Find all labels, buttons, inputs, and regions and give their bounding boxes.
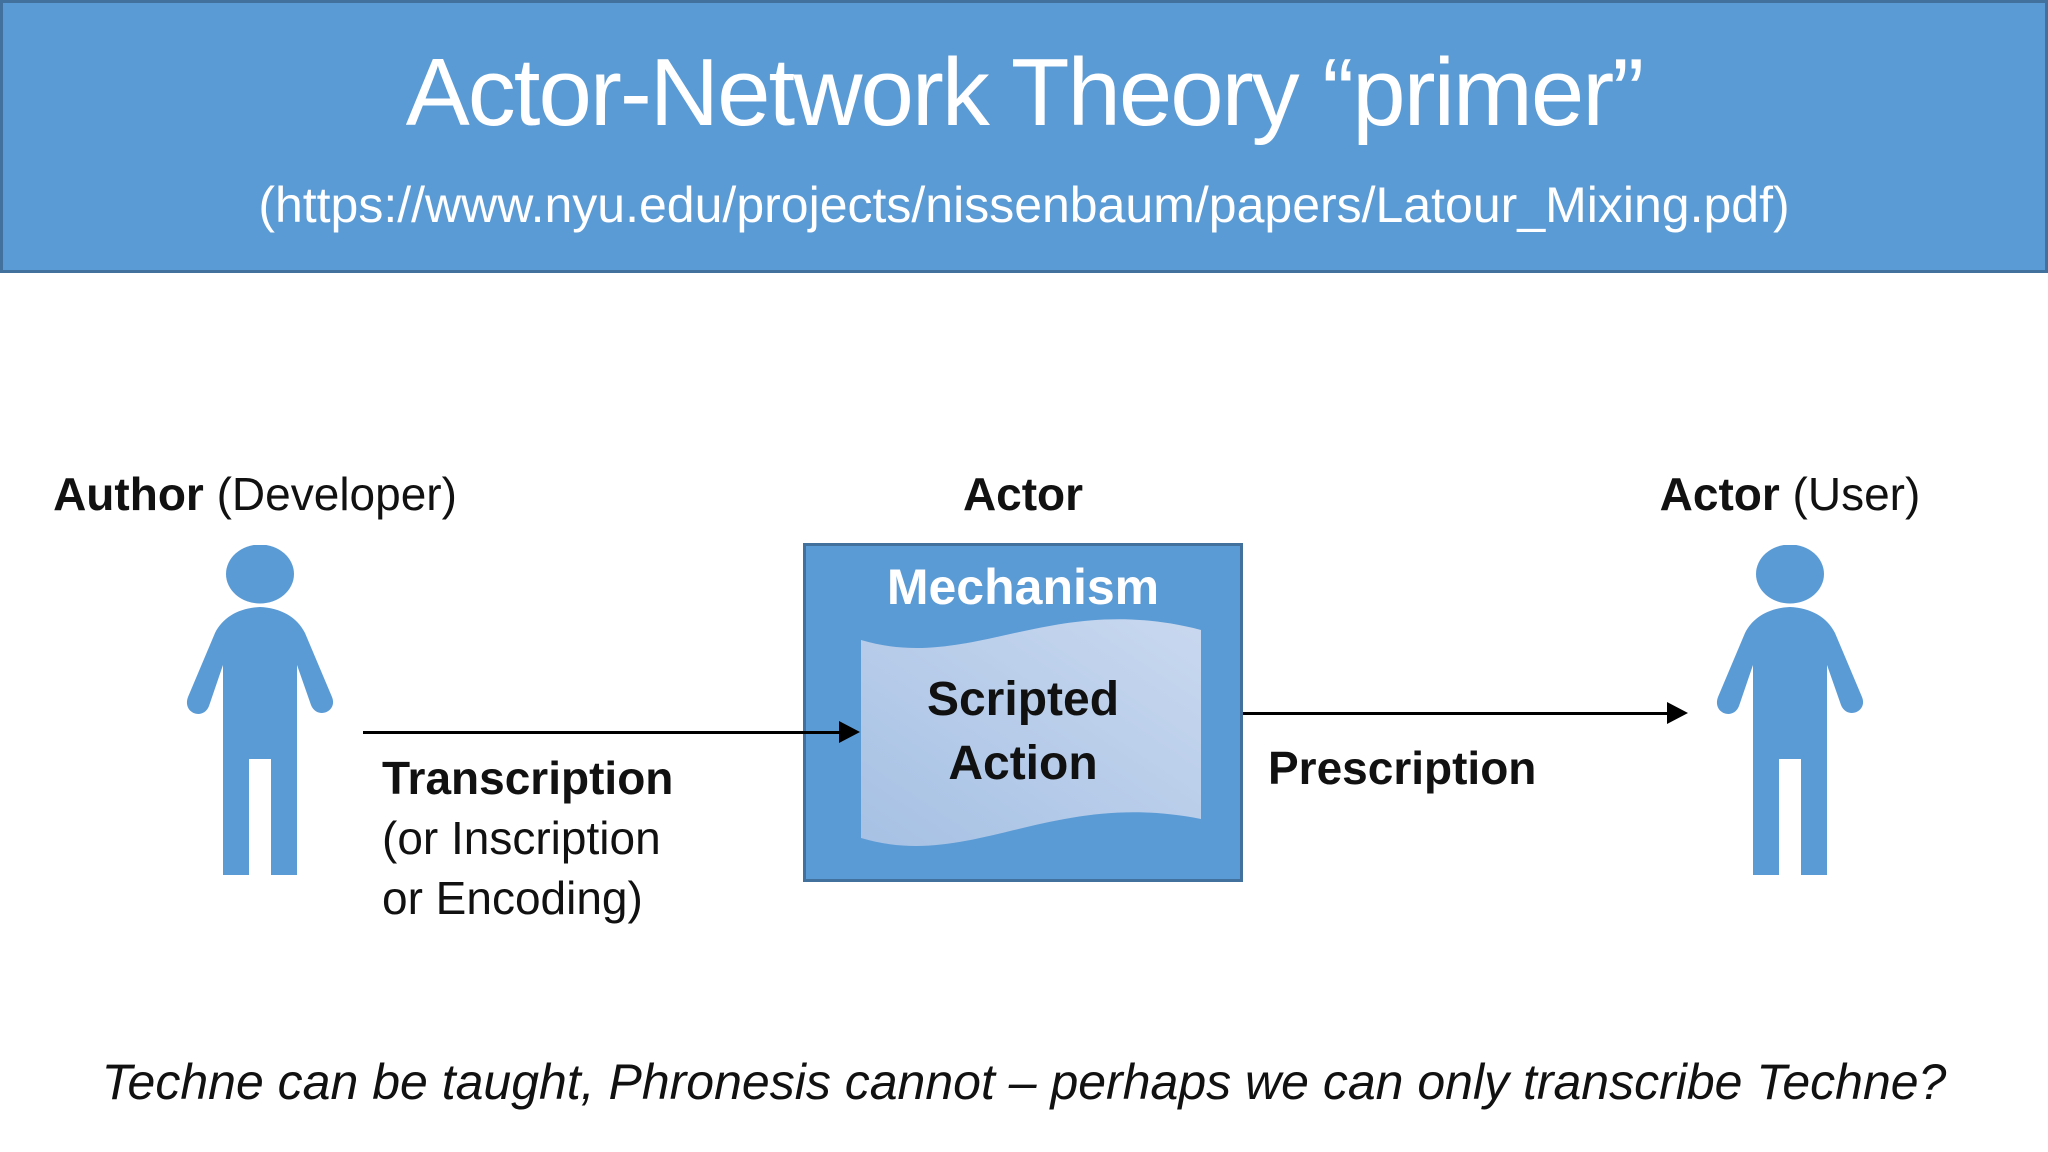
user-actor-label-name: Actor <box>1659 468 1780 520</box>
transcription-arrow-line <box>363 731 841 734</box>
transcription-caption-line2: (or Inscription <box>382 812 661 864</box>
center-actor-label-name: Actor <box>962 468 1084 520</box>
user-person-icon <box>1680 545 1900 877</box>
transcription-caption-line1: Transcription <box>382 752 674 804</box>
prescription-arrow-line <box>1243 712 1669 715</box>
footer-quote: Techne can be taught, Phronesis cannot –… <box>101 1054 1947 1110</box>
author-label: Author (Developer) <box>45 468 465 520</box>
scripted-action-line1: Scripted <box>926 673 1120 726</box>
transcription-caption-line3: or Encoding) <box>382 872 643 924</box>
header-banner: Actor-Network Theory “primer” (https://w… <box>0 0 2048 273</box>
mechanism-box-title: Mechanism <box>886 559 1160 615</box>
scripted-action-line2: Action <box>948 737 1098 790</box>
user-actor-label: Actor (User) <box>1570 468 2010 520</box>
transcription-caption: Transcription (or Inscription or Encodin… <box>382 748 673 928</box>
author-label-role: (Developer) <box>203 468 457 520</box>
center-actor-label: Actor <box>803 468 1243 520</box>
author-person-icon <box>150 545 370 877</box>
user-actor-label-role: (User) <box>1779 468 1921 520</box>
prescription-caption: Prescription <box>1268 742 1537 794</box>
transcription-arrow-head <box>839 721 860 743</box>
source-url: (https://www.nyu.edu/projects/nissenbaum… <box>258 177 1790 233</box>
scroll-wave-shape <box>861 619 1201 846</box>
scripted-action-label: Scripted Action <box>806 668 1240 796</box>
prescription-arrow-head <box>1667 702 1688 724</box>
author-label-name: Author <box>53 468 204 520</box>
mechanism-box: Mechanism Scripted Action <box>803 543 1243 882</box>
page-title: Actor-Network Theory “primer” <box>405 39 1644 146</box>
